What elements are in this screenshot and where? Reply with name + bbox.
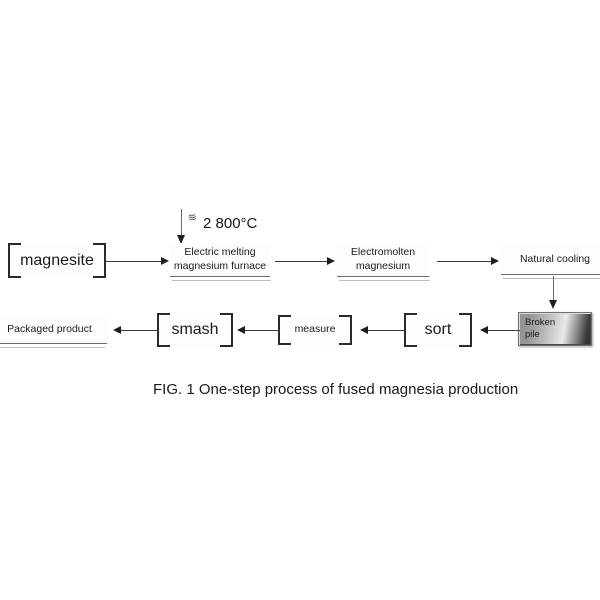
node-electromolten-magnesium-line1: Electromolten: [350, 246, 416, 259]
edge-measure-to-smash: [241, 330, 280, 331]
node-sort-label: sort: [424, 321, 452, 338]
edge-furnace-to-electromolten-arrowhead: [327, 256, 335, 265]
node-sort[interactable]: sort: [404, 313, 472, 347]
bracket-right: [459, 313, 472, 347]
node-electric-melting-furnace-shadow: [172, 280, 271, 281]
figure-caption: FIG. 1 One-step process of fused magnesi…: [153, 381, 519, 398]
edge-smash-to-packaged-product: [117, 330, 159, 331]
node-packaged-product-label: Packaged product: [7, 322, 92, 335]
edge-furnace-to-electromolten: [275, 261, 328, 262]
edge-electromolten-to-cooling-arrowhead: [491, 256, 499, 265]
edge-measure-to-smash-arrowhead: [237, 325, 245, 334]
node-natural-cooling[interactable]: Natural cooling: [501, 245, 600, 275]
edge-cooling-to-broken-pile-arrowhead: [548, 300, 557, 309]
bracket-right: [93, 243, 106, 278]
node-natural-cooling-label: Natural cooling: [519, 252, 591, 265]
edge-sort-to-measure-arrowhead: [360, 325, 368, 334]
node-magnesite-label: magnesite: [20, 251, 94, 269]
temperature-annotation: 2 800°C: [203, 215, 258, 232]
heat-wave-icon: ≋: [186, 211, 198, 225]
node-measure[interactable]: measure: [278, 315, 352, 345]
node-packaged-product-shadow: [0, 347, 105, 348]
edge-magnesite-to-furnace-arrowhead: [161, 256, 169, 265]
node-electromolten-magnesium[interactable]: Electromolten magnesium: [337, 243, 429, 277]
heat-input-line: [181, 209, 182, 243]
node-broken-pile-line2: pile: [525, 329, 540, 340]
edge-sort-to-measure: [364, 330, 406, 331]
node-electric-melting-furnace[interactable]: Electric melting magnesium furnace: [170, 243, 270, 277]
node-magnesite[interactable]: magnesite: [8, 243, 106, 278]
node-smash-label: smash: [171, 321, 219, 338]
node-broken-pile[interactable]: Broken pile: [518, 312, 592, 346]
node-natural-cooling-shadow: [503, 278, 600, 279]
node-smash[interactable]: smash: [157, 313, 233, 347]
bracket-right: [220, 313, 233, 347]
edge-broken-pile-to-sort: [484, 330, 520, 331]
node-measure-label: measure: [294, 323, 336, 336]
bracket-right: [339, 315, 352, 345]
edge-broken-pile-to-sort-arrowhead: [480, 325, 488, 334]
node-packaged-product[interactable]: Packaged product: [0, 316, 107, 344]
edge-smash-to-packaged-product-arrowhead: [113, 325, 121, 334]
node-broken-pile-line1: Broken: [525, 317, 556, 329]
edge-electromolten-to-cooling: [437, 261, 492, 262]
bracket-left: [8, 243, 21, 278]
edge-magnesite-to-furnace: [106, 261, 162, 262]
node-electric-melting-furnace-line1: Electric melting: [184, 246, 256, 259]
node-electromolten-magnesium-line2: magnesium: [355, 259, 411, 272]
heat-input-arrowhead: [176, 235, 185, 244]
node-electromolten-magnesium-shadow: [339, 280, 430, 281]
edge-cooling-to-broken-pile: [553, 276, 554, 304]
node-electric-melting-furnace-line2: magnesium furnace: [173, 259, 267, 272]
